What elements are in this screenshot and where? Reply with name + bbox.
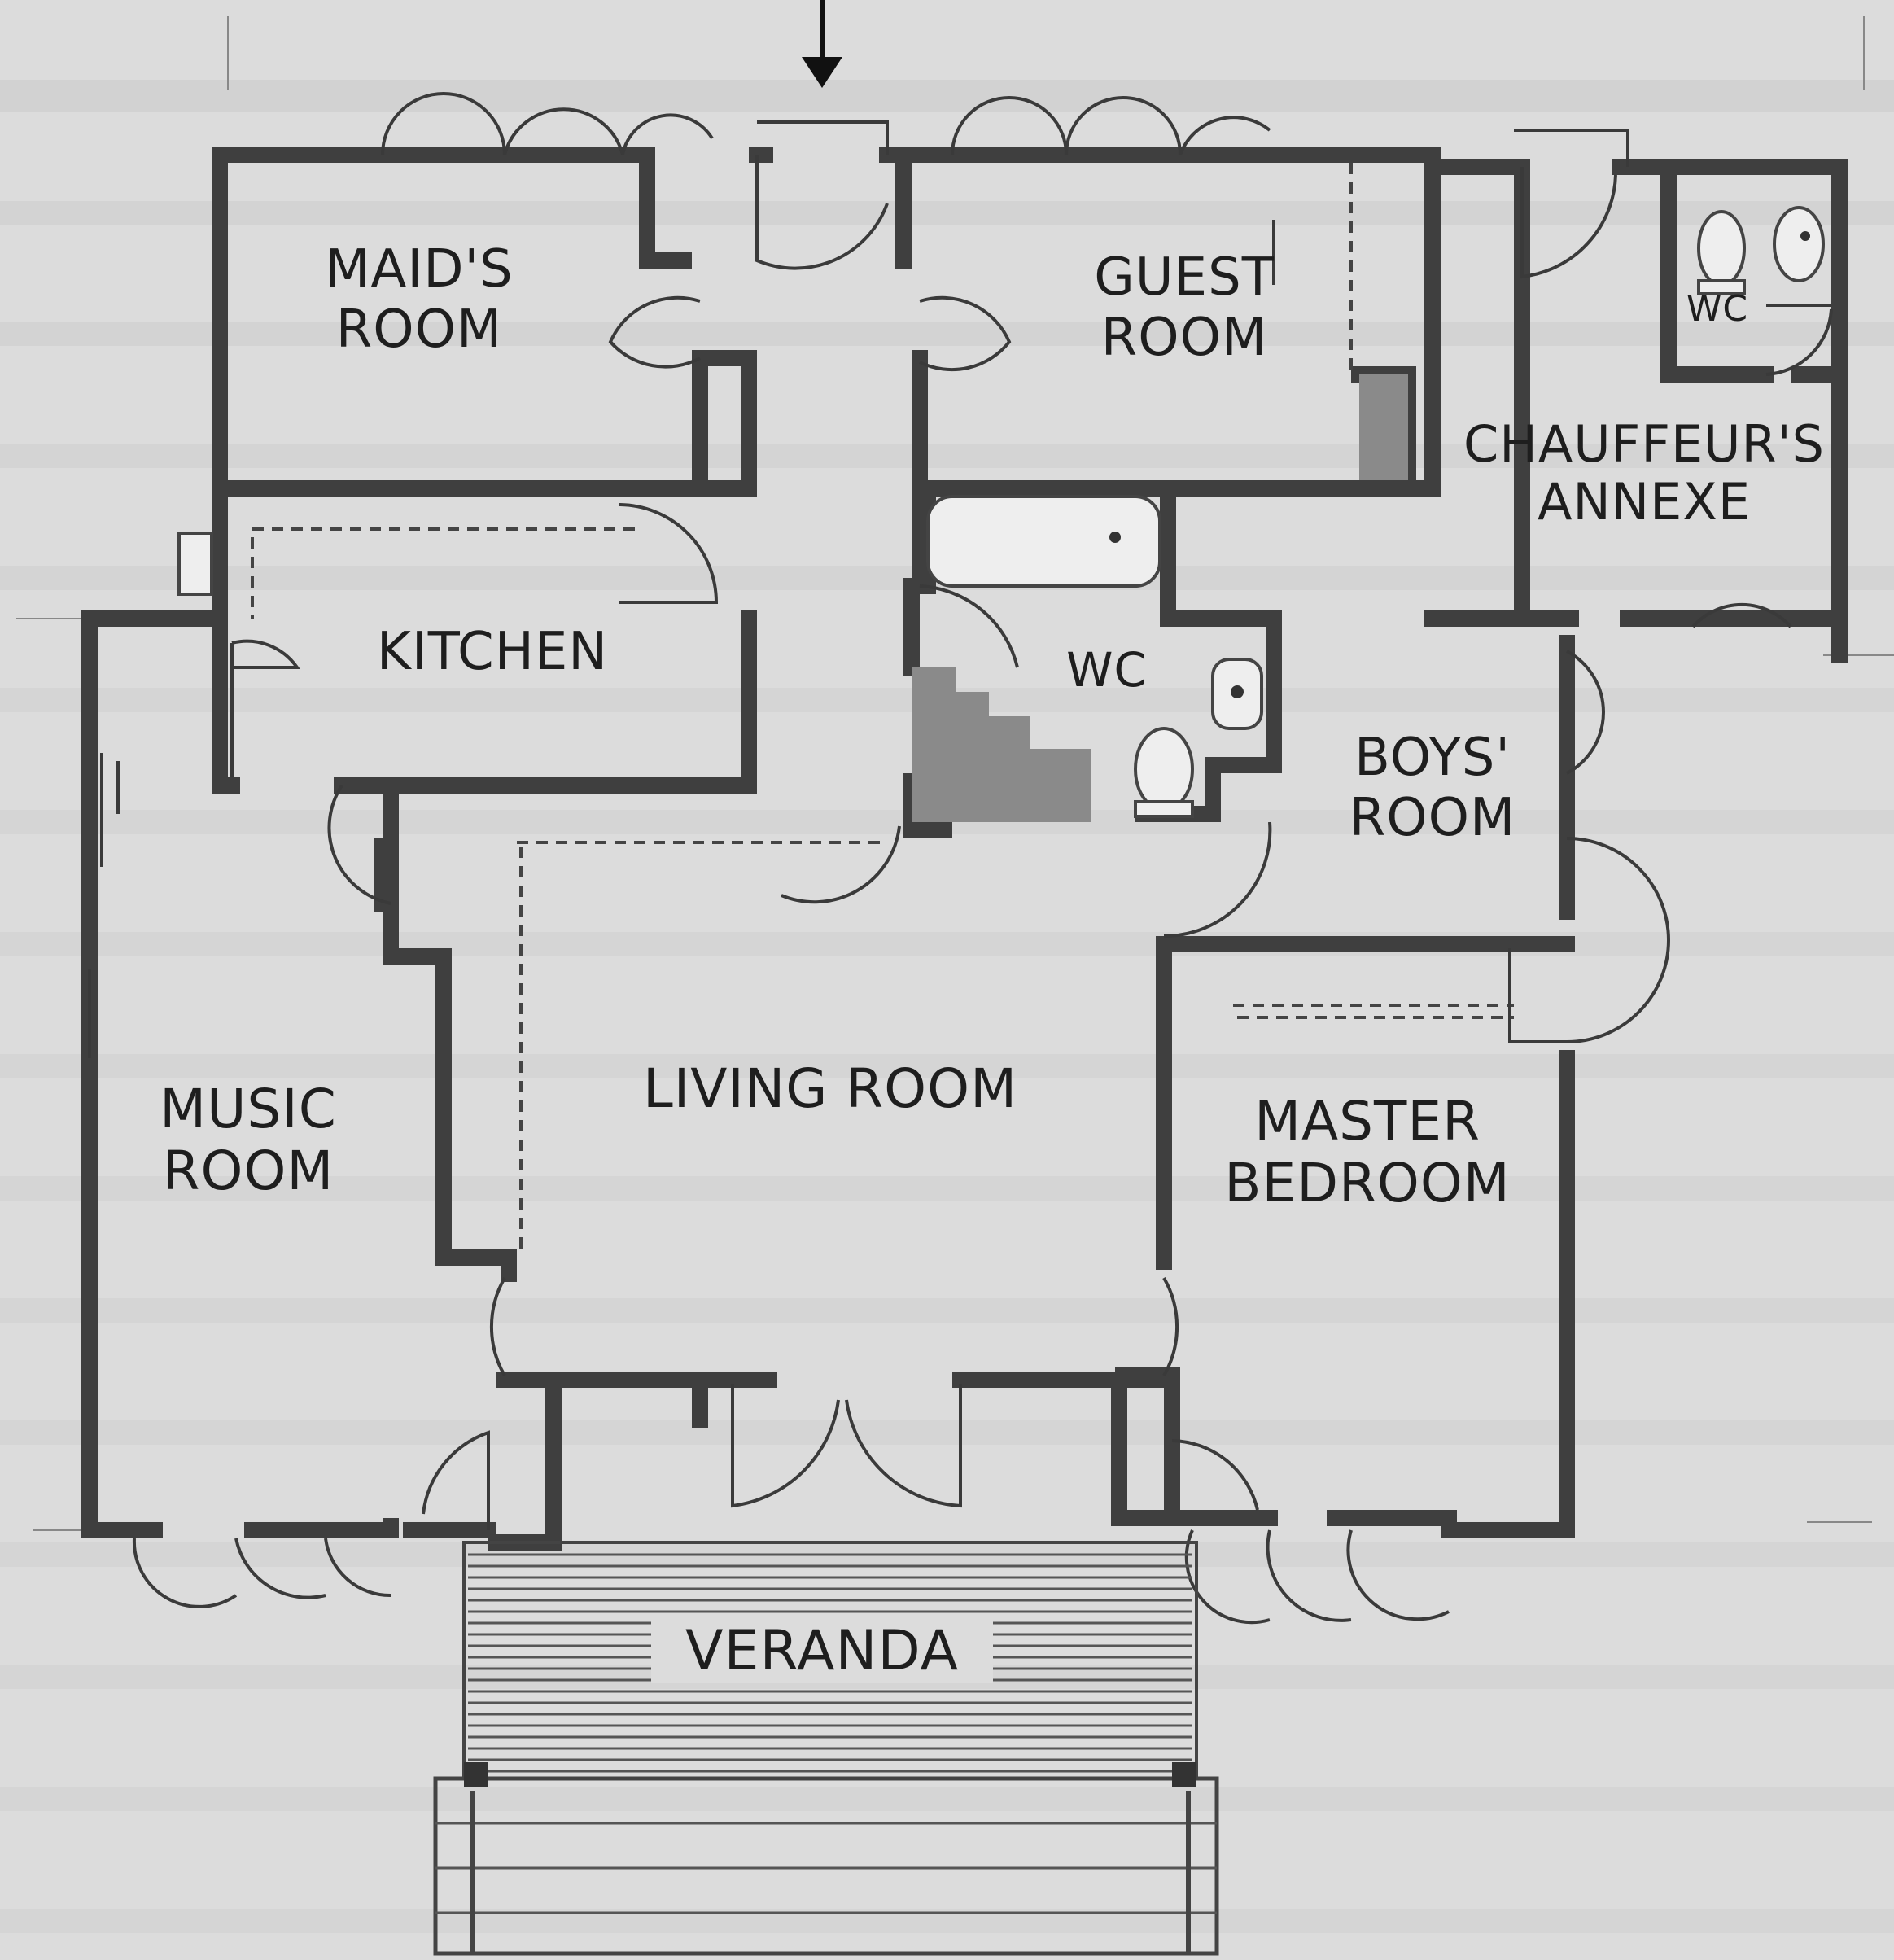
room-label-kitchen: KITCHEN [358,622,627,683]
room-label-line: WC [1686,288,1749,330]
door-swings [88,92,1833,1625]
sink-wc-main [1211,658,1263,730]
room-label-line: WC [1066,642,1148,698]
room-label-living-room: LIVING ROOM [619,1058,1042,1120]
toilet-wc-small [1697,210,1746,295]
room-label-line: BOYS' [1354,728,1511,788]
room-label-music-room: MUSIC ROOM [138,1078,358,1202]
room-label-chauffeurs-annexe: CHAUFFEUR'S ANNEXE [1457,415,1831,532]
toilet-wc-main [1134,727,1194,818]
room-label-line: ROOM [162,1139,335,1202]
room-label-boys-room: BOYS' ROOM [1310,728,1555,848]
room-label-line: BEDROOM [1224,1151,1511,1214]
room-label-line: CHAUFFEUR'S [1463,414,1826,474]
room-label-line: LIVING ROOM [642,1057,1018,1120]
veranda-deck [433,1541,1219,1956]
room-label-maids-room: MAID'S ROOM [297,239,541,360]
construction-lines [16,16,1894,1531]
kitchen-stove [177,532,213,596]
dashed-overhead-lines [251,163,1514,1253]
room-label-line: GUEST [1094,247,1275,308]
room-label-wc-small: WC [1677,288,1758,330]
room-label-line: VERANDA [685,1619,960,1683]
room-label-line: MASTER [1254,1090,1481,1153]
room-label-line: ROOM [1349,787,1516,848]
bathtub [926,495,1161,588]
room-label-master-bedroom: MASTER BEDROOM [1213,1091,1522,1214]
sink-wc-small [1773,206,1825,282]
room-label-line: KITCHEN [376,622,609,682]
room-label-wc-main: WC [1050,643,1164,698]
room-label-guest-room: GUEST ROOM [1062,247,1306,368]
room-label-line: MAID'S [325,239,514,300]
room-label-line: ROOM [335,299,503,360]
room-label-line: MUSIC [160,1078,337,1140]
room-label-line: ANNEXE [1538,472,1751,532]
room-label-veranda: VERANDA [651,1619,993,1684]
arrow-down-icon [802,0,842,88]
hatched-stair-area [912,374,1408,822]
room-label-line: ROOM [1100,307,1268,368]
